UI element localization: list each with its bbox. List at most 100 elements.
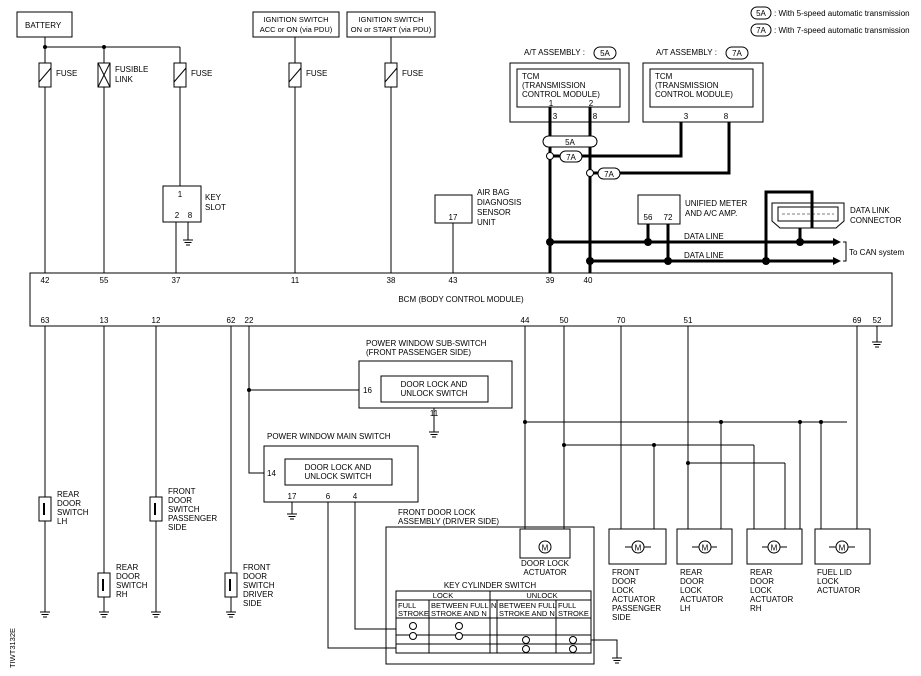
svg-text:UNIT: UNIT — [477, 218, 496, 227]
svg-text:IGNITION SWITCH: IGNITION SWITCH — [264, 15, 329, 24]
svg-text:8: 8 — [724, 112, 729, 121]
bcm: BCM (BODY CONTROL MODULE) 42 55 37 11 38… — [29, 272, 893, 327]
svg-text:11: 11 — [291, 276, 300, 285]
svg-text:3: 3 — [553, 112, 558, 121]
rear-door-switch-rh: REAR DOOR SWITCH RH — [97, 563, 148, 599]
svg-text:5A: 5A — [600, 49, 610, 58]
svg-text:DOOR: DOOR — [116, 572, 140, 581]
badge-7a-1: 7A — [566, 153, 576, 162]
svg-text:DOOR: DOOR — [750, 577, 774, 586]
ignition-acc: IGNITION SWITCH ACC or ON (via PDU) — [252, 11, 340, 38]
svg-text:52: 52 — [873, 316, 882, 325]
rear-door-lock-actuator-rh: M REAR DOOR LOCK ACTUATOR RH — [746, 528, 803, 613]
svg-text:4: 4 — [353, 492, 358, 501]
data-line-label-2: DATA LINE — [684, 251, 724, 260]
svg-text:PASSENGER: PASSENGER — [168, 514, 217, 523]
svg-text:A/T ASSEMBLY :: A/T ASSEMBLY : — [524, 48, 585, 57]
svg-text:8: 8 — [188, 211, 193, 220]
data-link-connector: DATA LINK CONNECTOR — [771, 202, 902, 229]
svg-text:42: 42 — [41, 276, 50, 285]
svg-text:UNLOCK SWITCH: UNLOCK SWITCH — [400, 389, 467, 398]
svg-text:A/T ASSEMBLY :: A/T ASSEMBLY : — [656, 48, 717, 57]
front-door-switch-driver: FRONT DOOR SWITCH DRIVER SIDE — [224, 563, 275, 608]
svg-text:STROKE: STROKE — [398, 609, 429, 618]
svg-text:LOCK: LOCK — [817, 577, 839, 586]
svg-text:ACC or ON (via PDU): ACC or ON (via PDU) — [260, 25, 333, 34]
svg-text:SWITCH: SWITCH — [168, 505, 200, 514]
svg-text:FUSE: FUSE — [306, 69, 327, 78]
svg-text:69: 69 — [853, 316, 862, 325]
key-slot: 1 2 8 KEY SLOT — [162, 185, 226, 223]
svg-text:DOOR LOCK AND: DOOR LOCK AND — [401, 380, 468, 389]
ignition-start: IGNITION SWITCH ON or START (via PDU) — [346, 11, 436, 38]
fuel-lid-lock-actuator: M FUEL LID LOCK ACTUATOR — [814, 528, 871, 595]
svg-text:43: 43 — [449, 276, 458, 285]
svg-text:STROKE AND N: STROKE AND N — [431, 609, 487, 618]
svg-text:12: 12 — [152, 316, 161, 325]
svg-text:6: 6 — [326, 492, 331, 501]
svg-text:2: 2 — [589, 99, 594, 108]
svg-text:63: 63 — [41, 316, 50, 325]
svg-text:LH: LH — [57, 517, 67, 526]
legend-badge-5a: 5A — [756, 9, 766, 18]
legend-7a-text: : With 7-speed automatic transmission — [774, 26, 910, 35]
svg-text:2: 2 — [175, 211, 180, 220]
fuse-1: FUSE — [38, 62, 77, 88]
svg-text:38: 38 — [387, 276, 396, 285]
svg-text:39: 39 — [546, 276, 555, 285]
tcm-7a: A/T ASSEMBLY : 7A TCM (TRANSMISSION CONT… — [642, 46, 764, 123]
svg-text:72: 72 — [664, 213, 673, 222]
svg-text:BATTERY: BATTERY — [25, 21, 62, 30]
airbag-sensor-unit: 17 AIR BAG DIAGNOSIS SENSOR UNIT — [434, 188, 521, 227]
svg-text:FULL: FULL — [398, 601, 416, 610]
svg-text:SIDE: SIDE — [243, 599, 262, 608]
svg-text:55: 55 — [100, 276, 109, 285]
fuse-2: FUSE — [173, 62, 212, 88]
svg-text:(TRANSMISSION: (TRANSMISSION — [655, 81, 719, 90]
svg-text:DOOR: DOOR — [168, 496, 192, 505]
svg-text:DOOR LOCK: DOOR LOCK — [521, 559, 570, 568]
svg-text:REAR: REAR — [750, 568, 772, 577]
svg-text:KEY CYLINDER SWITCH: KEY CYLINDER SWITCH — [444, 581, 537, 590]
rear-door-switch-lh: REAR DOOR SWITCH LH — [38, 490, 89, 526]
svg-text:UNIFIED METER: UNIFIED METER — [685, 199, 747, 208]
svg-text:ASSEMBLY (DRIVER SIDE): ASSEMBLY (DRIVER SIDE) — [398, 517, 499, 526]
svg-text:FUSE: FUSE — [56, 69, 77, 78]
svg-text:ACTUATOR: ACTUATOR — [680, 595, 723, 604]
svg-text:FUSIBLE: FUSIBLE — [115, 65, 148, 74]
svg-text:DOOR: DOOR — [680, 577, 704, 586]
svg-text:62: 62 — [227, 316, 236, 325]
svg-text:DATA LINK: DATA LINK — [850, 206, 890, 215]
front-door-lock-actuator-passenger: M FRONT DOOR LOCK ACTUATOR PASSENGER SID… — [608, 528, 667, 622]
to-can-system: To CAN system — [849, 248, 904, 257]
svg-text:70: 70 — [617, 316, 626, 325]
unified-meter: 56 72 UNIFIED METER AND A/C AMP. — [637, 194, 747, 225]
svg-text:DOOR: DOOR — [57, 499, 81, 508]
svg-text:SWITCH: SWITCH — [243, 581, 275, 590]
svg-text:DOOR: DOOR — [243, 572, 267, 581]
legend-badge-7a: 7A — [756, 26, 766, 35]
fuse-3: FUSE — [288, 62, 327, 88]
svg-text:CONTROL MODULE): CONTROL MODULE) — [655, 90, 733, 99]
svg-text:M: M — [771, 544, 778, 553]
svg-text:(FRONT PASSENGER SIDE): (FRONT PASSENGER SIDE) — [366, 348, 471, 357]
svg-text:FUSE: FUSE — [402, 69, 423, 78]
svg-text:M: M — [635, 544, 642, 553]
svg-text:REAR: REAR — [680, 568, 702, 577]
rear-door-lock-actuator-lh: M REAR DOOR LOCK ACTUATOR LH — [676, 528, 733, 613]
svg-text:CONNECTOR: CONNECTOR — [850, 216, 902, 225]
badge-5a: 5A — [565, 138, 575, 147]
svg-text:AIR BAG: AIR BAG — [477, 188, 509, 197]
svg-text:FULL: FULL — [558, 601, 576, 610]
svg-text:RH: RH — [116, 590, 128, 599]
svg-text:LOCK: LOCK — [612, 586, 634, 595]
svg-text:SWITCH: SWITCH — [57, 508, 89, 517]
power-window-sub-switch: POWER WINDOW SUB-SWITCH (FRONT PASSENGER… — [358, 339, 513, 418]
svg-text:FRONT: FRONT — [243, 563, 271, 572]
svg-text:ACTUATOR: ACTUATOR — [523, 568, 566, 577]
svg-text:STROKE: STROKE — [558, 609, 589, 618]
svg-text:(TRANSMISSION: (TRANSMISSION — [522, 81, 586, 90]
svg-text:ACTUATOR: ACTUATOR — [612, 595, 655, 604]
svg-text:UNLOCK SWITCH: UNLOCK SWITCH — [304, 472, 371, 481]
